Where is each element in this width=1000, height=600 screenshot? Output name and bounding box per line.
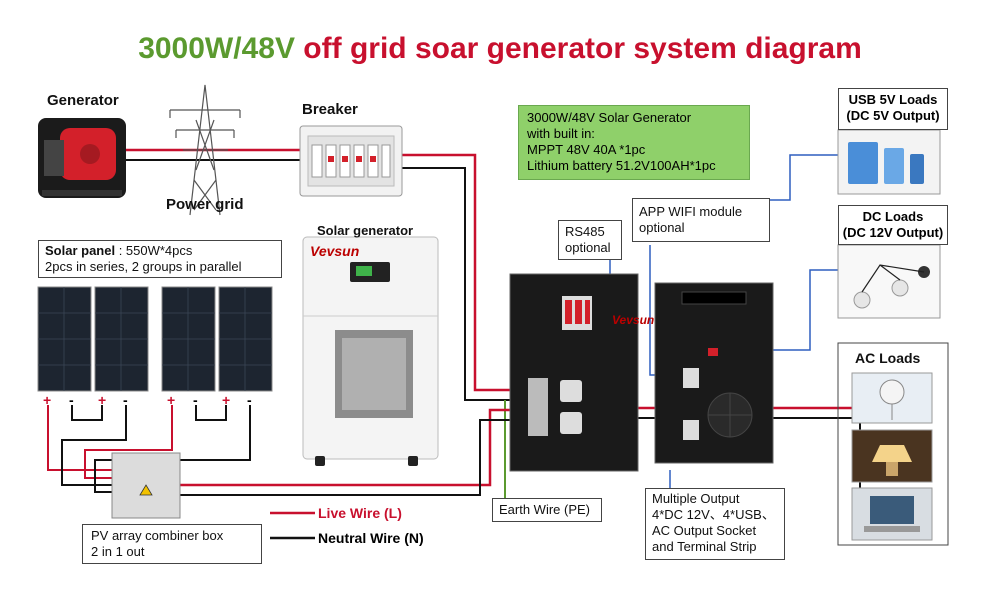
- rs485-line-2: optional: [565, 240, 611, 255]
- polarity-minus-4: -: [247, 392, 252, 408]
- title-part2: off grid soar generator system diagram: [294, 32, 862, 65]
- polarity-plus-1: +: [43, 392, 52, 408]
- multiple-output-box: Multiple Output 4*DC 12V、4*USB、 AC Outpu…: [645, 488, 785, 560]
- wire-breaker-inverter-live: [402, 153, 515, 392]
- solar-panel-info: Solar panel : 550W*4pcs 2pcs in series, …: [38, 240, 282, 278]
- ac-loads-frame: [837, 342, 949, 546]
- breaker-illustration: [299, 125, 403, 197]
- multi-output-line-1: Multiple Output: [652, 491, 740, 506]
- usb-loads-line-2: (DC 5V Output): [846, 108, 940, 123]
- polarity-plus-3: +: [167, 392, 176, 408]
- polarity-plus-4: +: [222, 392, 231, 408]
- usb-loads-illustration: [837, 129, 941, 195]
- inverter-right-illustration: [654, 282, 774, 464]
- legend-live-label: Live Wire (L): [318, 505, 402, 521]
- usb-loads-line-1: USB 5V Loads: [848, 92, 938, 107]
- diagram-title: 3000W/48V off grid soar generator system…: [0, 32, 1000, 66]
- wifi-module-box: APP WIFI module optional: [632, 198, 770, 242]
- polarity-minus-2: -: [123, 392, 128, 408]
- dc-loads-line-1: DC Loads: [862, 209, 924, 224]
- wire-pv-inverter-negative: [180, 419, 515, 496]
- wire-panel-4-negative: [94, 405, 251, 493]
- solar-panel-title: Solar panel: [45, 243, 116, 258]
- wire-pv-inverter-positive: [180, 408, 515, 487]
- legend-neutral-label: Neutral Wire (N): [318, 530, 424, 546]
- polarity-plus-2: +: [98, 392, 107, 408]
- spec-line-2: with built in:: [527, 126, 595, 141]
- breaker-label: Breaker: [302, 101, 358, 118]
- solar-panels-illustration: [37, 286, 273, 392]
- ac-loads-laptop-illustration: [851, 487, 933, 541]
- generator-illustration: [38, 118, 126, 198]
- power-tower-illustration: [169, 84, 241, 216]
- system-spec-box: 3000W/48V Solar Generator with built in:…: [518, 105, 750, 180]
- multi-output-line-3: AC Output Socket: [652, 523, 757, 538]
- rs485-box: RS485 optional: [558, 220, 622, 260]
- wire-panel-series-2: [195, 405, 227, 421]
- dc-loads-header: DC Loads (DC 12V Output): [838, 205, 948, 245]
- multi-output-line-2: 4*DC 12V、4*USB、: [652, 507, 775, 522]
- polarity-minus-1: -: [69, 392, 74, 408]
- combiner-line-2: 2 in 1 out: [91, 544, 145, 559]
- solar-generator-label: Solar generator: [317, 223, 414, 238]
- multi-output-line-4: and Terminal Strip: [652, 539, 757, 554]
- combiner-box-label: PV array combiner box 2 in 1 out: [82, 524, 262, 564]
- wire-usb-output: [770, 154, 838, 201]
- wifi-line-2: optional: [639, 220, 685, 235]
- wire-panel-series-1: [71, 405, 103, 421]
- generator-label: Generator: [47, 92, 119, 109]
- ac-loads-fan-illustration: [851, 372, 933, 424]
- polarity-minus-3: -: [193, 392, 198, 408]
- wifi-line-1: APP WIFI module: [639, 204, 743, 219]
- wire-breaker-inverter-neutral: [402, 167, 515, 401]
- spec-line-1: 3000W/48V Solar Generator: [527, 110, 692, 125]
- earth-wire-label: Earth Wire (PE): [492, 498, 602, 522]
- brand-logo-cabinet: Vevsun: [310, 243, 360, 259]
- usb-loads-header: USB 5V Loads (DC 5V Output): [838, 88, 948, 130]
- wire-panel-1-positive: [47, 405, 112, 471]
- title-part1: 3000W/48V: [138, 32, 295, 65]
- wire-dc-output: [770, 269, 838, 351]
- brand-logo-inverter: Vevsun: [612, 313, 655, 327]
- solar-generator-illustration: [302, 236, 439, 466]
- power-grid-label: Power grid: [166, 196, 244, 213]
- wire-panel-2-negative: [61, 405, 127, 486]
- rs485-line-1: RS485: [565, 224, 605, 239]
- dc-loads-line-2: (DC 12V Output): [842, 225, 944, 240]
- solar-panel-spec: : 550W*4pcs: [115, 243, 193, 258]
- combiner-box-illustration: [111, 452, 181, 519]
- spec-line-3: MPPT 48V 40A *1pc: [527, 142, 646, 157]
- combiner-line-1: PV array combiner box: [91, 528, 224, 543]
- ac-loads-title: AC Loads: [855, 350, 921, 366]
- ac-loads-lamp-illustration: [851, 429, 933, 483]
- dc-loads-illustration: [837, 244, 941, 319]
- spec-line-4: Lithium battery 51.2V100AH*1pc: [527, 158, 716, 173]
- solar-panel-config: 2pcs in series, 2 groups in parallel: [45, 259, 242, 274]
- inverter-left-illustration: [509, 273, 639, 472]
